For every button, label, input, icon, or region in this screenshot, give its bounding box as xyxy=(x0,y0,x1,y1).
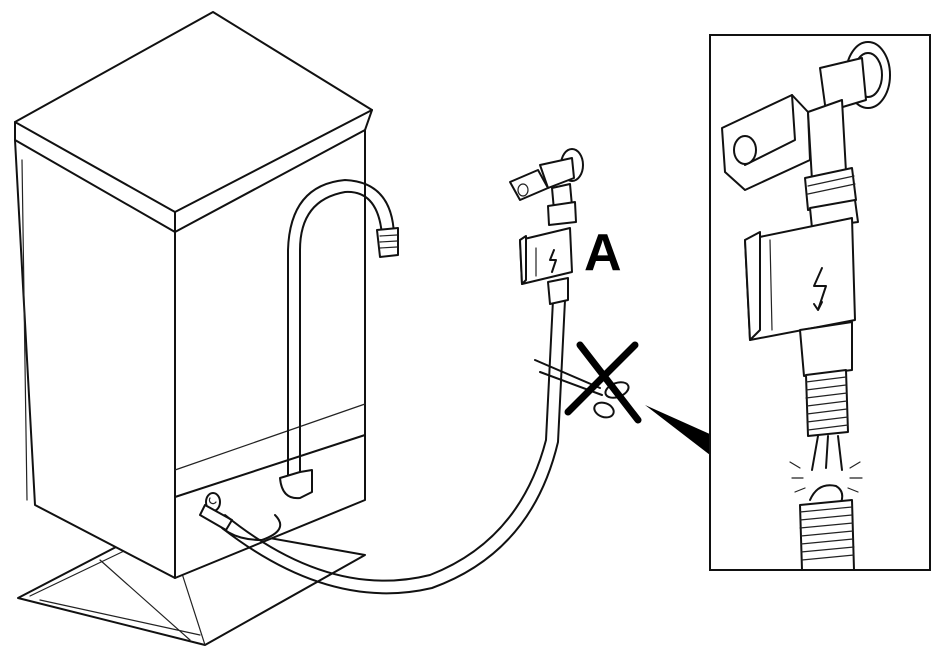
lightning-bolt-icon xyxy=(549,249,557,273)
water-tap-icon xyxy=(509,148,584,226)
aquastop-valve-icon xyxy=(519,227,573,305)
callout-label-a: A xyxy=(584,224,622,282)
cross-mark-icon xyxy=(564,341,642,424)
magnified-detail-inset xyxy=(709,34,931,571)
dishwasher-illustration xyxy=(14,11,399,646)
callout-pointer xyxy=(645,405,712,455)
lightning-bolt-icon-detail xyxy=(813,267,827,311)
inlet-hose xyxy=(221,299,566,595)
